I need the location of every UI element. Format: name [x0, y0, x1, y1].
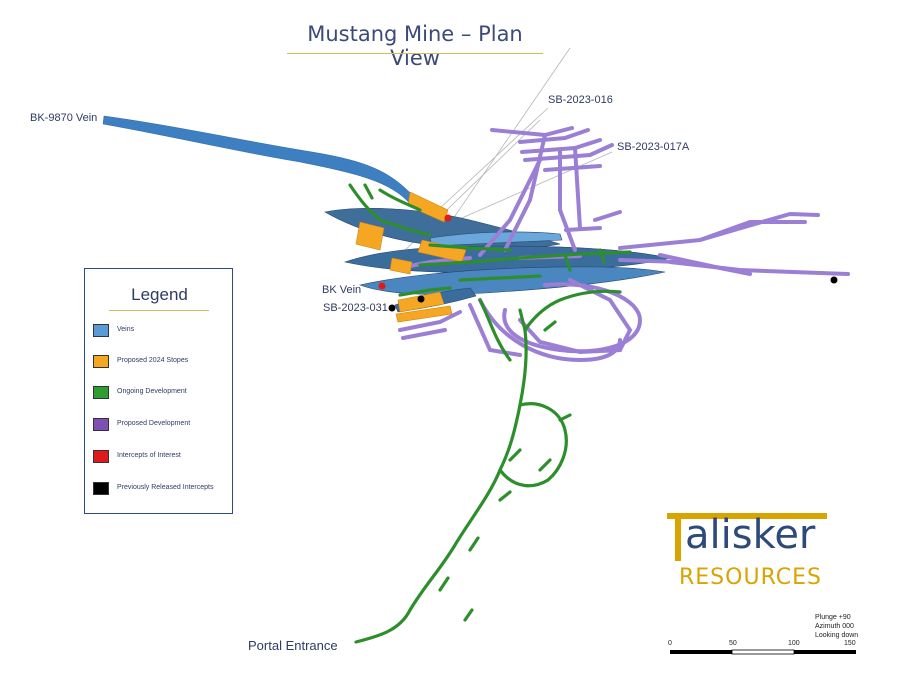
- label-bk9870-vein: BK-9870 Vein: [30, 112, 98, 124]
- released-intercept-marker: [417, 295, 425, 303]
- logo-t-stem: [675, 513, 681, 561]
- intercept-markers: [378, 214, 838, 312]
- legend-item-label: Previously Released Intercepts: [117, 484, 214, 491]
- ongoing-development: [348, 183, 632, 644]
- scale-tick-label: 0: [668, 640, 672, 647]
- legend-item-label: Ongoing Development: [117, 388, 187, 395]
- label-bk-vein: BK Vein: [322, 284, 362, 296]
- scale-tick-label: 150: [844, 640, 856, 647]
- released-intercept-marker: [830, 276, 838, 284]
- label-sb-2023-017a: SB-2023-017A: [617, 141, 690, 153]
- scale-bar: 0 50 100 150: [668, 640, 858, 664]
- scale-tick-label: 100: [788, 640, 800, 647]
- intercept-of-interest-marker: [444, 214, 452, 222]
- legend-swatch: [93, 482, 109, 495]
- legend-swatch: [93, 450, 109, 463]
- looking-text: Looking down: [815, 632, 859, 639]
- legend-swatch: [93, 386, 109, 399]
- legend-item-label: Veins: [117, 326, 135, 333]
- proposed-development: [398, 126, 850, 363]
- legend-title-underline: [109, 310, 209, 311]
- legend-swatch: [93, 418, 109, 431]
- logo-t-bar: [667, 513, 827, 519]
- scale-tick-label: 50: [729, 640, 737, 647]
- title-underline: [287, 53, 543, 54]
- page-title: Mustang Mine – Plan View: [307, 22, 523, 70]
- legend-item-label: Proposed Development: [117, 420, 191, 427]
- legend-box: Legend Veins Proposed 2024 Stopes Ongoin…: [84, 268, 233, 514]
- azimuth-text: Azimuth 000: [815, 623, 854, 630]
- logo-subtitle: RESOURCES: [679, 565, 822, 590]
- legend-swatch: [93, 324, 109, 337]
- talisker-logo: alisker RESOURCES: [665, 510, 835, 590]
- released-intercept-marker: [388, 304, 396, 312]
- legend-title: Legend: [131, 285, 188, 304]
- label-portal-entrance: Portal Entrance: [248, 638, 338, 653]
- label-sb-2023-031: SB-2023-031: [323, 302, 388, 314]
- legend-item-label: Proposed 2024 Stopes: [117, 357, 189, 364]
- intercept-of-interest-marker: [378, 282, 386, 290]
- plunge-text: Plunge +90: [815, 614, 851, 621]
- scale-bar-graphic: [670, 649, 856, 655]
- legend-item-label: Intercepts of Interest: [117, 452, 181, 459]
- label-sb-2023-016: SB-2023-016: [548, 94, 613, 106]
- view-info: Plunge +90 Azimuth 000 Looking down: [815, 613, 858, 640]
- legend-swatch: [93, 355, 109, 368]
- logo-wordmark: alisker: [685, 512, 816, 558]
